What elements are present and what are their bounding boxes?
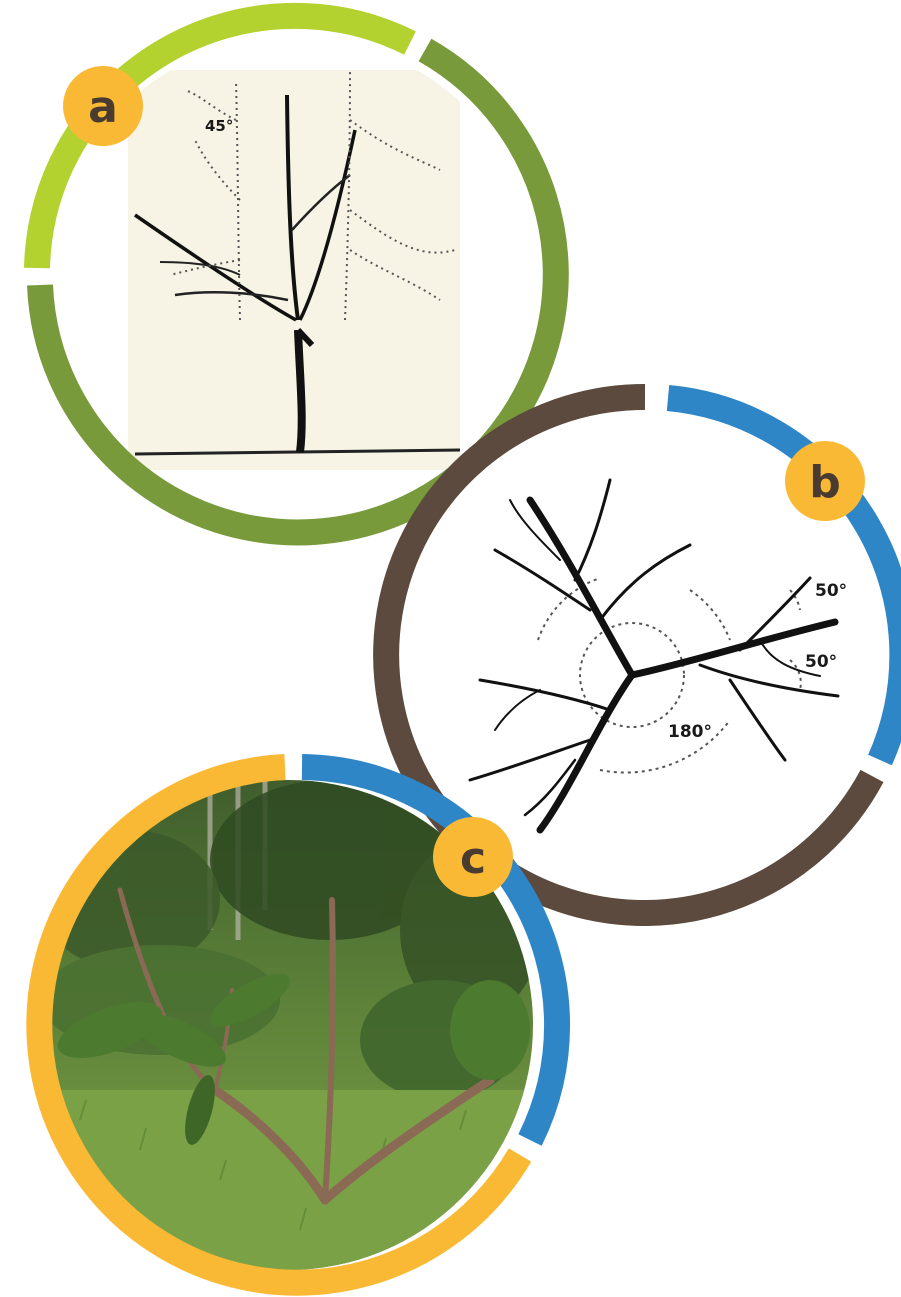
badge-a: a: [63, 66, 143, 146]
angle-label-50-lower: 50°: [805, 652, 837, 672]
badge-b-letter: b: [809, 457, 841, 508]
panel-a-drawing: 45°: [128, 70, 460, 470]
badge-a-letter: a: [88, 82, 118, 133]
panel-c: c: [20, 760, 560, 1297]
angle-label-50-upper: 50°: [815, 581, 847, 601]
angle-label-45: 45°: [205, 117, 233, 135]
badge-b: b: [785, 441, 865, 521]
badge-c: c: [433, 817, 513, 897]
badge-c-letter: c: [460, 833, 486, 884]
angle-label-180: 180°: [668, 722, 712, 742]
